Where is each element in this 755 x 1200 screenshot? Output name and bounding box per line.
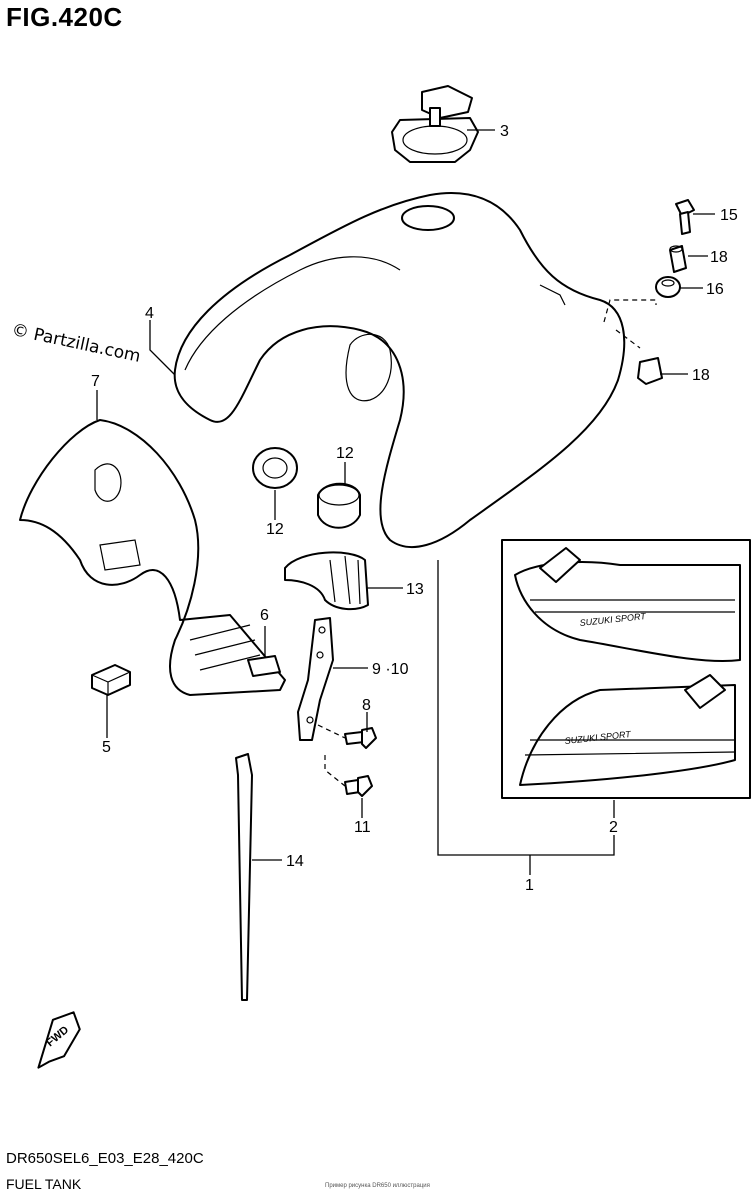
cushion-rubber-lower-drawing <box>317 482 361 529</box>
callout-label-14: 14 <box>286 853 304 870</box>
callout-label-5: 5 <box>102 739 111 756</box>
bolt-8-drawing <box>344 727 377 749</box>
callout-label-17: 18 <box>710 249 728 266</box>
callout-label-8: 8 <box>362 697 371 714</box>
callout-label-11: 11 <box>354 819 371 836</box>
callout-label-7: 7 <box>91 373 100 390</box>
fuel-cap-drawing <box>391 85 479 163</box>
bolt-11-drawing <box>344 775 373 797</box>
callout-label-3: 3 <box>500 123 509 140</box>
cushion-13-drawing <box>284 551 369 611</box>
emblem-box <box>501 539 751 799</box>
callout-label-13: 13 <box>406 581 424 598</box>
pad-drawing <box>247 655 281 677</box>
fwd-arrow <box>37 1011 81 1069</box>
callout-label-9-10: 9 ·10 <box>372 661 409 678</box>
callout-label-15: 15 <box>720 207 738 224</box>
cushion-rubber-upper-drawing <box>252 447 298 489</box>
callout-label-2: 2 <box>609 819 618 836</box>
bracket-drawing <box>297 617 334 741</box>
callout-label-12a: 12 <box>336 445 354 462</box>
cushion-18-drawing <box>637 357 663 385</box>
callout-label-12b: 12 <box>266 521 284 538</box>
footer-note: Пример рисунка DR650 иллюстрация <box>325 1183 430 1189</box>
model-code: DR650SEL6_E03_E28_420C <box>6 1150 204 1167</box>
tank-cover-drawing <box>19 419 286 696</box>
callout-label-16: 16 <box>706 281 724 298</box>
section-name: FUEL TANK <box>6 1176 82 1192</box>
collar-17-drawing <box>669 245 687 273</box>
fuel-tank-drawing <box>173 192 626 549</box>
bolt-15-drawing <box>675 199 695 235</box>
callout-label-18: 18 <box>692 367 710 384</box>
fig-title: FIG.420C <box>6 2 123 32</box>
cable-tie-drawing <box>235 753 253 1001</box>
callout-label-1: 1 <box>525 877 534 894</box>
callout-label-4: 4 <box>145 305 154 322</box>
cushion-16-drawing <box>655 276 681 298</box>
cushion-block-drawing <box>91 664 131 696</box>
callout-label-6: 6 <box>260 607 269 624</box>
